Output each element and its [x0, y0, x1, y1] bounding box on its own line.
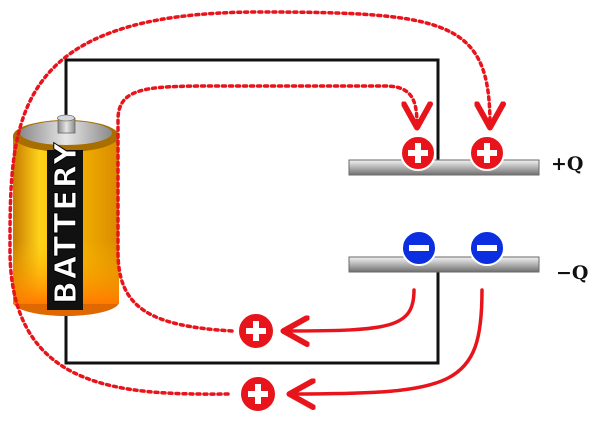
- positive-charge-icon: [400, 135, 436, 171]
- circuit-wires: [64, 58, 440, 365]
- inner-dotted-path: [116, 84, 417, 333]
- outer-solid-arrow: [292, 288, 484, 394]
- inner-solid-arrow: [286, 288, 416, 331]
- bottom-plate-label: −Q: [556, 262, 588, 284]
- electron-flow-paths: [8, 10, 490, 396]
- top-plate-label: +Q: [551, 153, 583, 175]
- battery: BATTERY: [13, 114, 119, 316]
- solid-flow-arrows: [286, 288, 484, 394]
- positive-charge-icon: [239, 375, 277, 413]
- bottom-wire: [64, 268, 440, 365]
- battery-label: BATTERY: [49, 141, 84, 304]
- outer-dotted-path: [8, 10, 490, 396]
- negative-charge-icon: [401, 230, 437, 266]
- positive-charge-icon: [469, 135, 505, 171]
- bottom-plate: [348, 256, 540, 273]
- positive-charge-icon: [237, 312, 275, 350]
- negative-charge-icon: [469, 230, 505, 266]
- top-wire: [64, 58, 440, 160]
- top-plate: [348, 159, 540, 176]
